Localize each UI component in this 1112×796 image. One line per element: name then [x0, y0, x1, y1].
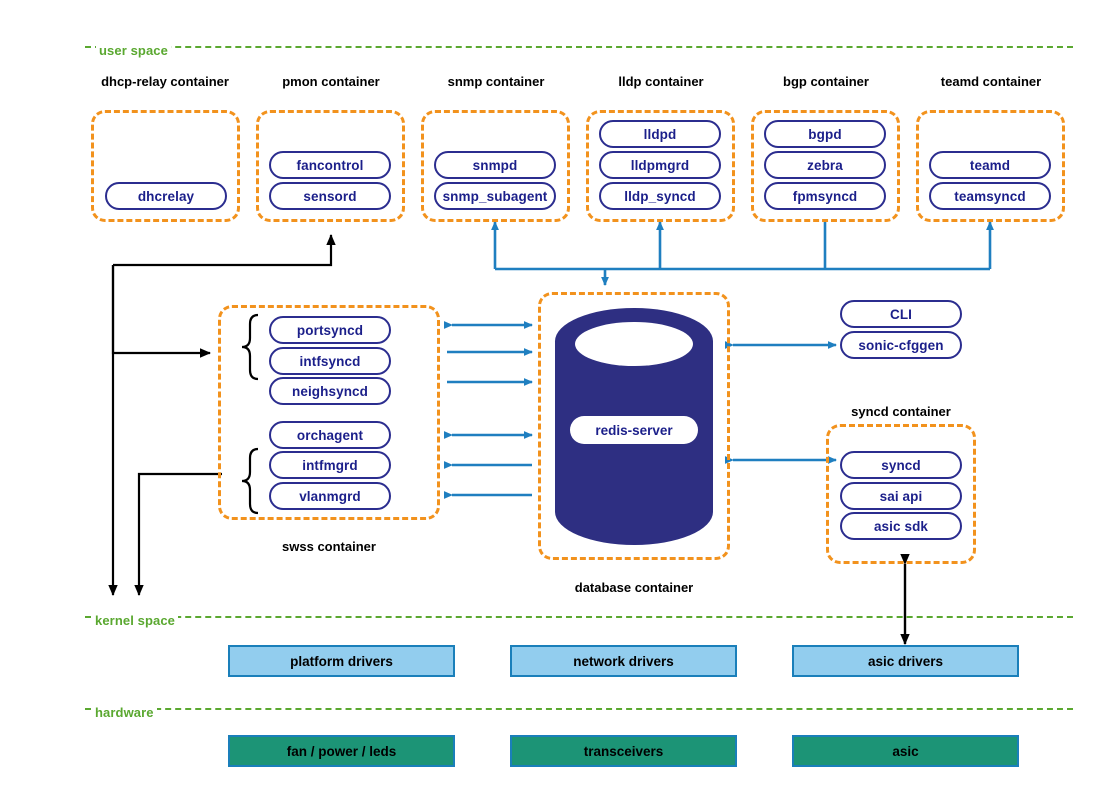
user-space-label: user space	[96, 43, 171, 58]
database-bus	[491, 221, 994, 286]
process-snmp-subagent[interactable]: snmp_subagent	[434, 182, 556, 210]
kernel-block-network-drivers[interactable]: network drivers	[510, 645, 737, 677]
kernel-block-asic-drivers[interactable]: asic drivers	[792, 645, 1019, 677]
process-asic-sdk[interactable]: asic sdk	[840, 512, 962, 540]
process-lldpmgrd[interactable]: lldpmgrd	[599, 151, 721, 179]
database-right-arrows	[725, 341, 837, 464]
bgp-container	[751, 110, 900, 222]
hardware-label: hardware	[92, 705, 157, 720]
database-container	[538, 292, 730, 560]
syncd-container-title: syncd container	[851, 404, 951, 419]
pmon-container	[256, 110, 405, 222]
snmp-container	[421, 110, 570, 222]
process-sonic-cfggen[interactable]: sonic-cfggen	[840, 331, 962, 359]
user-space-separator	[85, 46, 1073, 48]
pmon-container-title: pmon container	[282, 74, 380, 89]
process-intfsyncd[interactable]: intfsyncd	[269, 347, 391, 375]
process-portsyncd[interactable]: portsyncd	[269, 316, 391, 344]
kernel-block-platform-drivers[interactable]: platform drivers	[228, 645, 455, 677]
bgp-container-title: bgp container	[783, 74, 869, 89]
process-redis-server[interactable]: redis-server	[570, 416, 698, 444]
process-snmpd[interactable]: snmpd	[434, 151, 556, 179]
process-lldpd[interactable]: lldpd	[599, 120, 721, 148]
process-teamsyncd[interactable]: teamsyncd	[929, 182, 1051, 210]
process-fancontrol[interactable]: fancontrol	[269, 151, 391, 179]
teamd-container	[916, 110, 1065, 222]
swss-database-arrows	[444, 321, 533, 499]
lldp-container-title: lldp container	[618, 74, 704, 89]
process-bgpd[interactable]: bgpd	[764, 120, 886, 148]
hardware-block-asic[interactable]: asic	[792, 735, 1019, 767]
process-vlanmgrd[interactable]: vlanmgrd	[269, 482, 391, 510]
dhcp-relay-container-title: dhcp-relay container	[101, 74, 229, 89]
hardware-block-transceivers[interactable]: transceivers	[510, 735, 737, 767]
redis-cylinder-top	[575, 322, 693, 366]
process-sai-api[interactable]: sai api	[840, 482, 962, 510]
kernel-space-separator	[85, 616, 1073, 618]
process-syncd[interactable]: syncd	[840, 451, 962, 479]
swss-container	[218, 305, 440, 520]
hardware-separator	[85, 708, 1073, 710]
database-container-title: database container	[574, 580, 694, 595]
dhcp-relay-container	[91, 110, 240, 222]
process-orchagent[interactable]: orchagent	[269, 421, 391, 449]
lldp-container	[586, 110, 735, 222]
hardware-block-fan-power-leds[interactable]: fan / power / leds	[228, 735, 455, 767]
process-neighsyncd[interactable]: neighsyncd	[269, 377, 391, 405]
process-teamd[interactable]: teamd	[929, 151, 1051, 179]
swss-container-title: swss container	[282, 539, 376, 554]
kernel-space-label: kernel space	[92, 613, 178, 628]
process-cli[interactable]: CLI	[840, 300, 962, 328]
process-lldp-syncd[interactable]: lldp_syncd	[599, 182, 721, 210]
teamd-container-title: teamd container	[940, 74, 1042, 89]
process-intfmgrd[interactable]: intfmgrd	[269, 451, 391, 479]
process-zebra[interactable]: zebra	[764, 151, 886, 179]
process-sensord[interactable]: sensord	[269, 182, 391, 210]
snmp-container-title: snmp container	[447, 74, 545, 89]
syncd-container	[826, 424, 976, 564]
process-fpmsyncd[interactable]: fpmsyncd	[764, 182, 886, 210]
process-dhcrelay[interactable]: dhcrelay	[105, 182, 227, 210]
